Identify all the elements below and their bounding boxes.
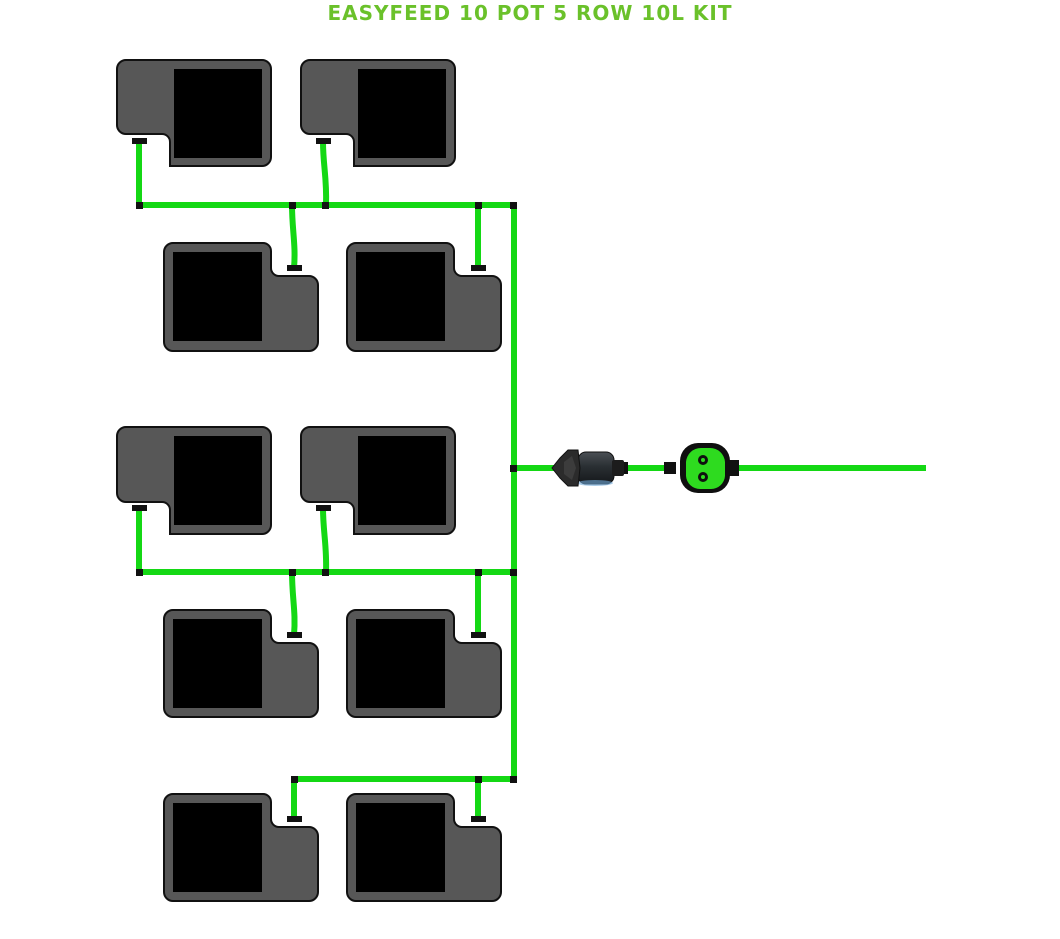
pot	[300, 426, 456, 535]
drop-pipe	[289, 204, 298, 269]
pot-row-3	[116, 426, 456, 535]
pot-inlet-fittings	[132, 138, 486, 822]
drop-pipe	[289, 571, 298, 636]
pot	[163, 242, 319, 352]
pot-row-5	[163, 793, 502, 902]
pot	[163, 609, 319, 718]
pot-row-2	[163, 242, 502, 352]
pot	[163, 793, 319, 902]
inline-valve-icon	[551, 449, 624, 487]
pot	[346, 609, 502, 718]
pot	[346, 242, 502, 352]
pot	[346, 793, 502, 902]
pot-row-4	[163, 609, 502, 718]
drop-pipe	[320, 507, 330, 573]
drop-pipe	[320, 141, 330, 206]
page-title: EASYFEED 10 POT 5 ROW 10L KIT	[327, 1, 733, 25]
pot	[116, 59, 272, 167]
two-port-filter-icon	[668, 443, 739, 493]
pot	[116, 426, 272, 535]
pipe-joints	[136, 202, 670, 783]
pot-row-1	[116, 59, 456, 167]
pot	[300, 59, 456, 167]
